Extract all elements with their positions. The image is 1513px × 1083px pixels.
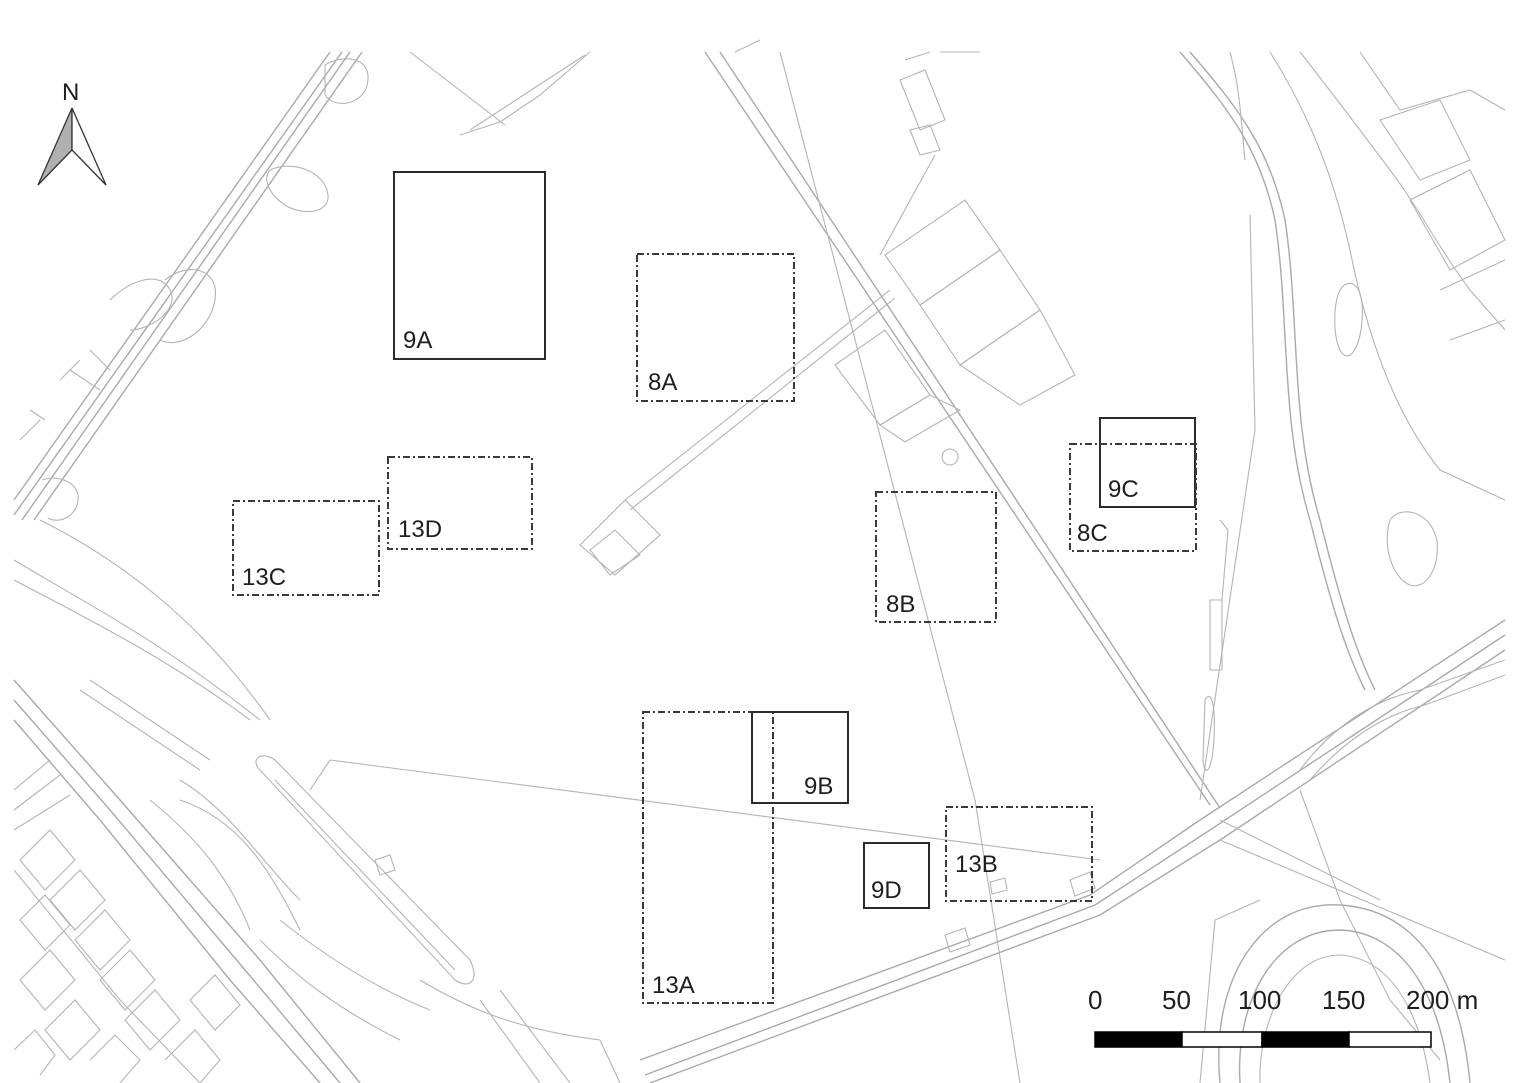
north-arrow-right-half (71, 107, 107, 186)
plot-label-8b: 8B (886, 591, 915, 618)
scale-segment-2 (1181, 1031, 1263, 1048)
plot-label-9d: 9D (871, 877, 902, 904)
north-arrow-left-half (37, 107, 73, 186)
study-plots: 9A 8A 13D 13C 8B 9C 8C 13A 9B 13B 9D (232, 171, 1197, 1004)
plot-label-8a: 8A (648, 369, 677, 396)
plot-13a (642, 711, 774, 1004)
plot-8c (1069, 443, 1197, 552)
plot-9a (393, 171, 546, 360)
plot-9b (751, 711, 849, 804)
scale-segment-4 (1348, 1031, 1432, 1048)
plot-label-13a: 13A (652, 972, 695, 999)
plot-9d (863, 842, 930, 909)
scale-tick-0: 0 (1088, 985, 1102, 1015)
scale-tick-200: 200 m (1406, 985, 1478, 1015)
plot-8a (636, 253, 795, 402)
plot-label-9c: 9C (1108, 476, 1139, 503)
plot-label-13b: 13B (955, 851, 998, 878)
plot-label-13c: 13C (242, 564, 286, 591)
scale-tick-100: 100 (1238, 985, 1281, 1015)
basemap (13, 39, 1506, 1083)
housing-blocks (13, 759, 241, 1083)
scale-segment-1 (1094, 1031, 1183, 1048)
scale-segment-3 (1261, 1031, 1350, 1048)
plot-9c (1099, 417, 1196, 508)
plot-label-9a: 9A (403, 327, 432, 354)
north-label: N (62, 79, 79, 106)
plot-8b (875, 491, 997, 623)
scale-tick-50: 50 (1162, 985, 1191, 1015)
north-arrow: N (37, 79, 107, 186)
plot-label-8c: 8C (1077, 520, 1108, 547)
plot-label-9b: 9B (804, 773, 833, 800)
plot-label-13d: 13D (398, 516, 442, 543)
scale-bar: 0 50 100 150 200 m (1088, 985, 1478, 1048)
plot-13d (387, 456, 533, 550)
scale-tick-150: 150 (1322, 985, 1365, 1015)
